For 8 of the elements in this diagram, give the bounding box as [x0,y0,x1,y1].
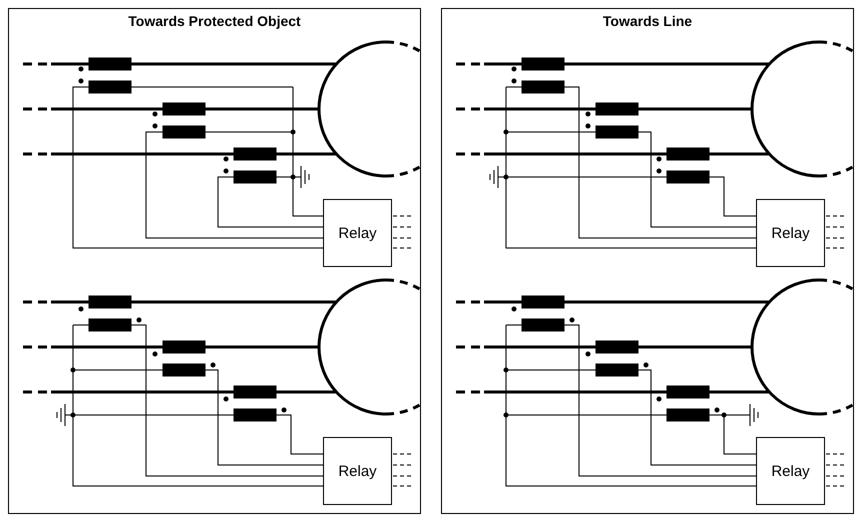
relay-box: Relay [323,199,392,267]
relay-box: Relay [323,437,392,505]
panel-frame [441,8,854,514]
panel-frame [8,8,421,514]
panel-title: Towards Protected Object [127,13,302,29]
relay-box: Relay [756,437,825,505]
relay-box: Relay [756,199,825,267]
panel-title: Towards Line [602,13,694,29]
